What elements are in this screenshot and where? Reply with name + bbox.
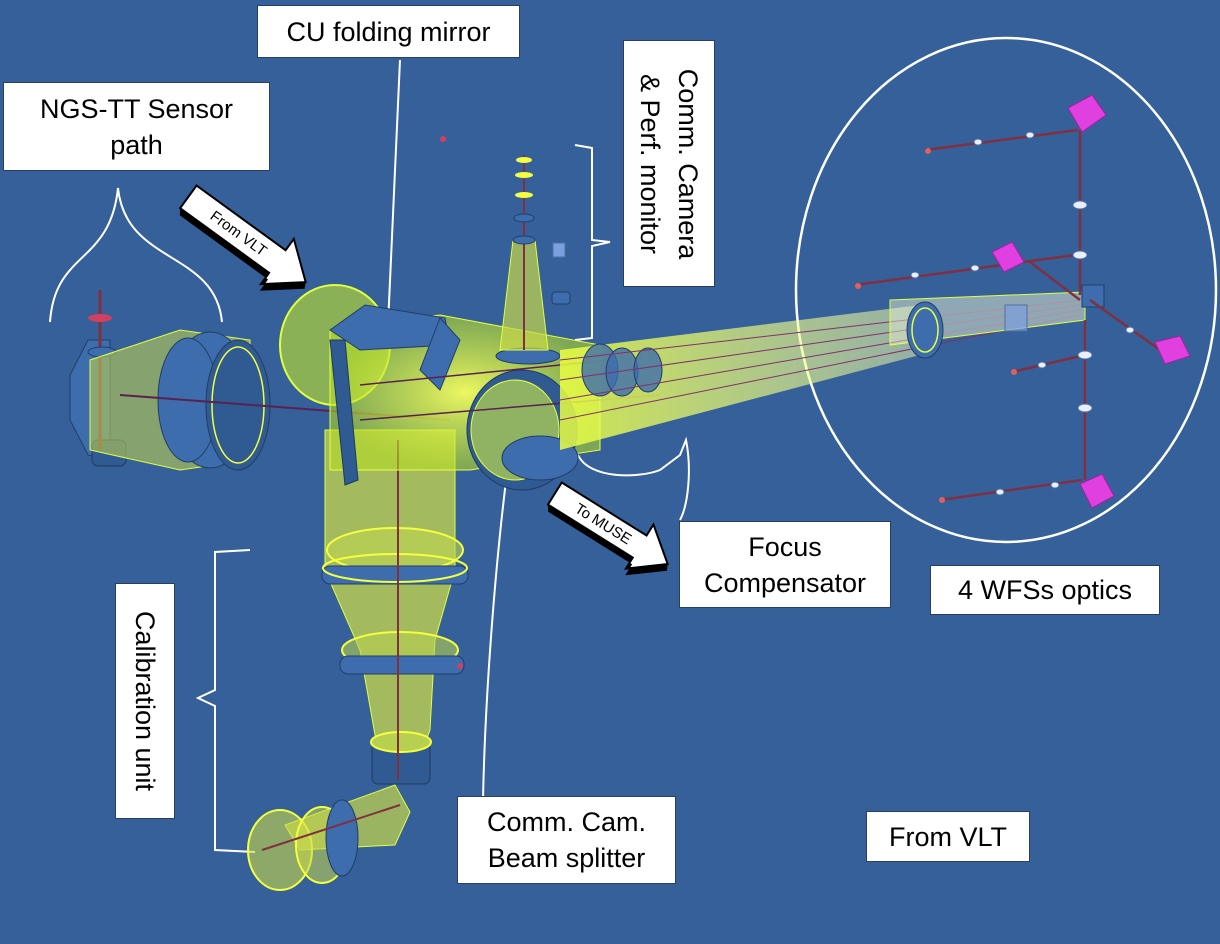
label-comm-camera: Comm. Camera & Perf. monitor <box>623 40 715 287</box>
calibration-unit-optics <box>247 429 469 891</box>
label-beam-splitter: Comm. Cam. Beam splitter <box>457 796 676 884</box>
label-focus-compensator-line1: Focus <box>748 531 822 562</box>
label-beam-splitter-line1: Comm. Cam. <box>486 807 646 837</box>
wfs-optics <box>854 94 1191 509</box>
ngs-tt-optics <box>69 290 451 471</box>
from-vlt-arrow: From VLT <box>178 184 307 291</box>
label-calibration-unit-text: Calibration unit <box>130 610 160 792</box>
label-ngs-tt-sensor-path: NGS-TT Sensor path <box>3 82 270 171</box>
label-beam-splitter-line2: Beam splitter <box>487 843 646 873</box>
label-wfs-optics: 4 WFSs optics <box>930 565 1160 615</box>
wfs-ellipse <box>794 36 1218 544</box>
label-focus-compensator-line2: Compensator <box>703 567 867 598</box>
label-ngs-tt-line2: path <box>110 129 163 160</box>
label-focus-compensator: Focus Compensator <box>679 521 891 608</box>
label-comm-camera-line1: Comm. Camera <box>673 68 703 259</box>
label-comm-camera-line2: & Perf. monitor <box>635 73 665 254</box>
label-calibration-unit: Calibration unit <box>115 583 175 819</box>
main-beam-optics <box>279 284 661 491</box>
label-from-vlt: From VLT <box>866 811 1030 862</box>
label-ngs-tt-line1: NGS-TT Sensor <box>39 93 234 124</box>
to-muse-arrow: To MUSE <box>546 481 670 576</box>
comm-camera-optics <box>440 136 571 351</box>
leader-lines <box>49 59 690 853</box>
label-cu-folding-mirror-text: CU folding mirror <box>286 16 491 47</box>
label-from-vlt-text: From VLT <box>888 821 1007 852</box>
label-cu-folding-mirror: CU folding mirror <box>257 5 520 58</box>
relay-beam <box>559 299 1081 450</box>
label-wfs-optics-text: 4 WFSs optics <box>957 575 1133 605</box>
